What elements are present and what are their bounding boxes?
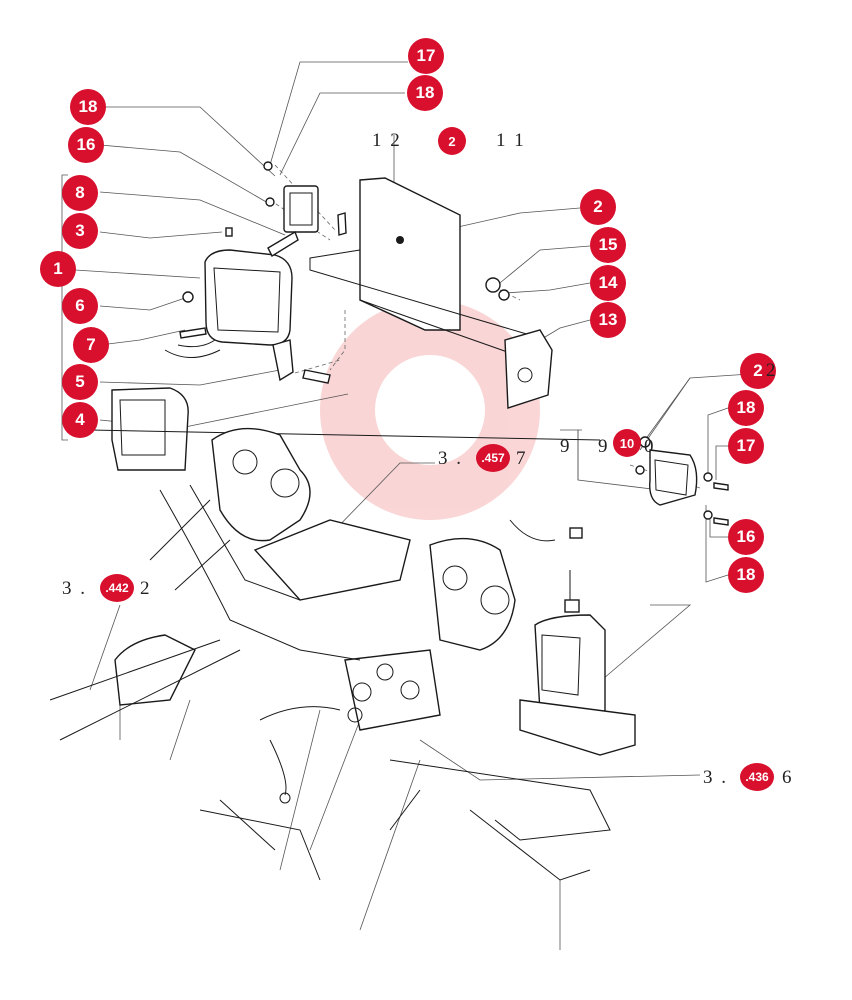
callout-3[interactable]: 3 [62, 213, 98, 249]
callout-2-top-group[interactable]: 2 [438, 127, 466, 155]
ref-left-pre: 3 . [62, 578, 87, 599]
callout-10[interactable]: 10 [613, 429, 641, 457]
callout-18-top[interactable]: 18 [407, 75, 443, 111]
ref-hydraulic-num[interactable]: .457 [476, 444, 510, 472]
right-group-tail: 0 [644, 436, 656, 457]
right-group-open: 9 [560, 436, 572, 457]
callout-7[interactable]: 7 [73, 327, 109, 363]
callout-16-right[interactable]: 16 [728, 519, 764, 555]
callout-1[interactable]: 1 [40, 251, 76, 287]
callout-2-upper[interactable]: 2 [580, 189, 616, 225]
callout-4[interactable]: 4 [62, 402, 98, 438]
ref-left-num[interactable]: .442 [100, 574, 134, 602]
machine-frame [49, 387, 636, 881]
callout-5[interactable]: 5 [62, 364, 98, 400]
right-side-2: 2 [766, 360, 778, 381]
callout-18-bottom-right[interactable]: 18 [728, 557, 764, 593]
callout-8[interactable]: 8 [62, 175, 98, 211]
callout-16-left[interactable]: 16 [68, 127, 104, 163]
callout-17-top[interactable]: 17 [408, 38, 444, 74]
ref-hydraulic-post: 7 [516, 448, 528, 469]
top-group-label: 1 2 [372, 130, 402, 151]
callout-14[interactable]: 14 [590, 265, 626, 301]
callout-13[interactable]: 13 [590, 302, 626, 338]
callout-17-right[interactable]: 17 [728, 428, 764, 464]
top-group-suffix: 1 1 [496, 130, 526, 151]
ref-bottom-post: 6 [782, 767, 794, 788]
callout-6[interactable]: 6 [62, 288, 98, 324]
hardware-parts [179, 161, 510, 384]
work-lamp-right [635, 436, 729, 526]
right-group-mid: 9 [598, 436, 610, 457]
mounting-bracket [309, 177, 553, 409]
ref-bottom-pre: 3 . [703, 767, 728, 788]
watermark-gear-icon [320, 300, 540, 520]
ref-left-post: 2 [140, 578, 152, 599]
callout-18-left[interactable]: 18 [70, 89, 106, 125]
work-lamp-upper [164, 249, 293, 358]
callout-15[interactable]: 15 [590, 227, 626, 263]
callout-2-right[interactable]: 2 [740, 353, 776, 389]
ref-hydraulic-pre: 3 . [438, 448, 463, 469]
ref-bottom-num[interactable]: .436 [740, 763, 774, 791]
callout-18-right[interactable]: 18 [728, 390, 764, 426]
